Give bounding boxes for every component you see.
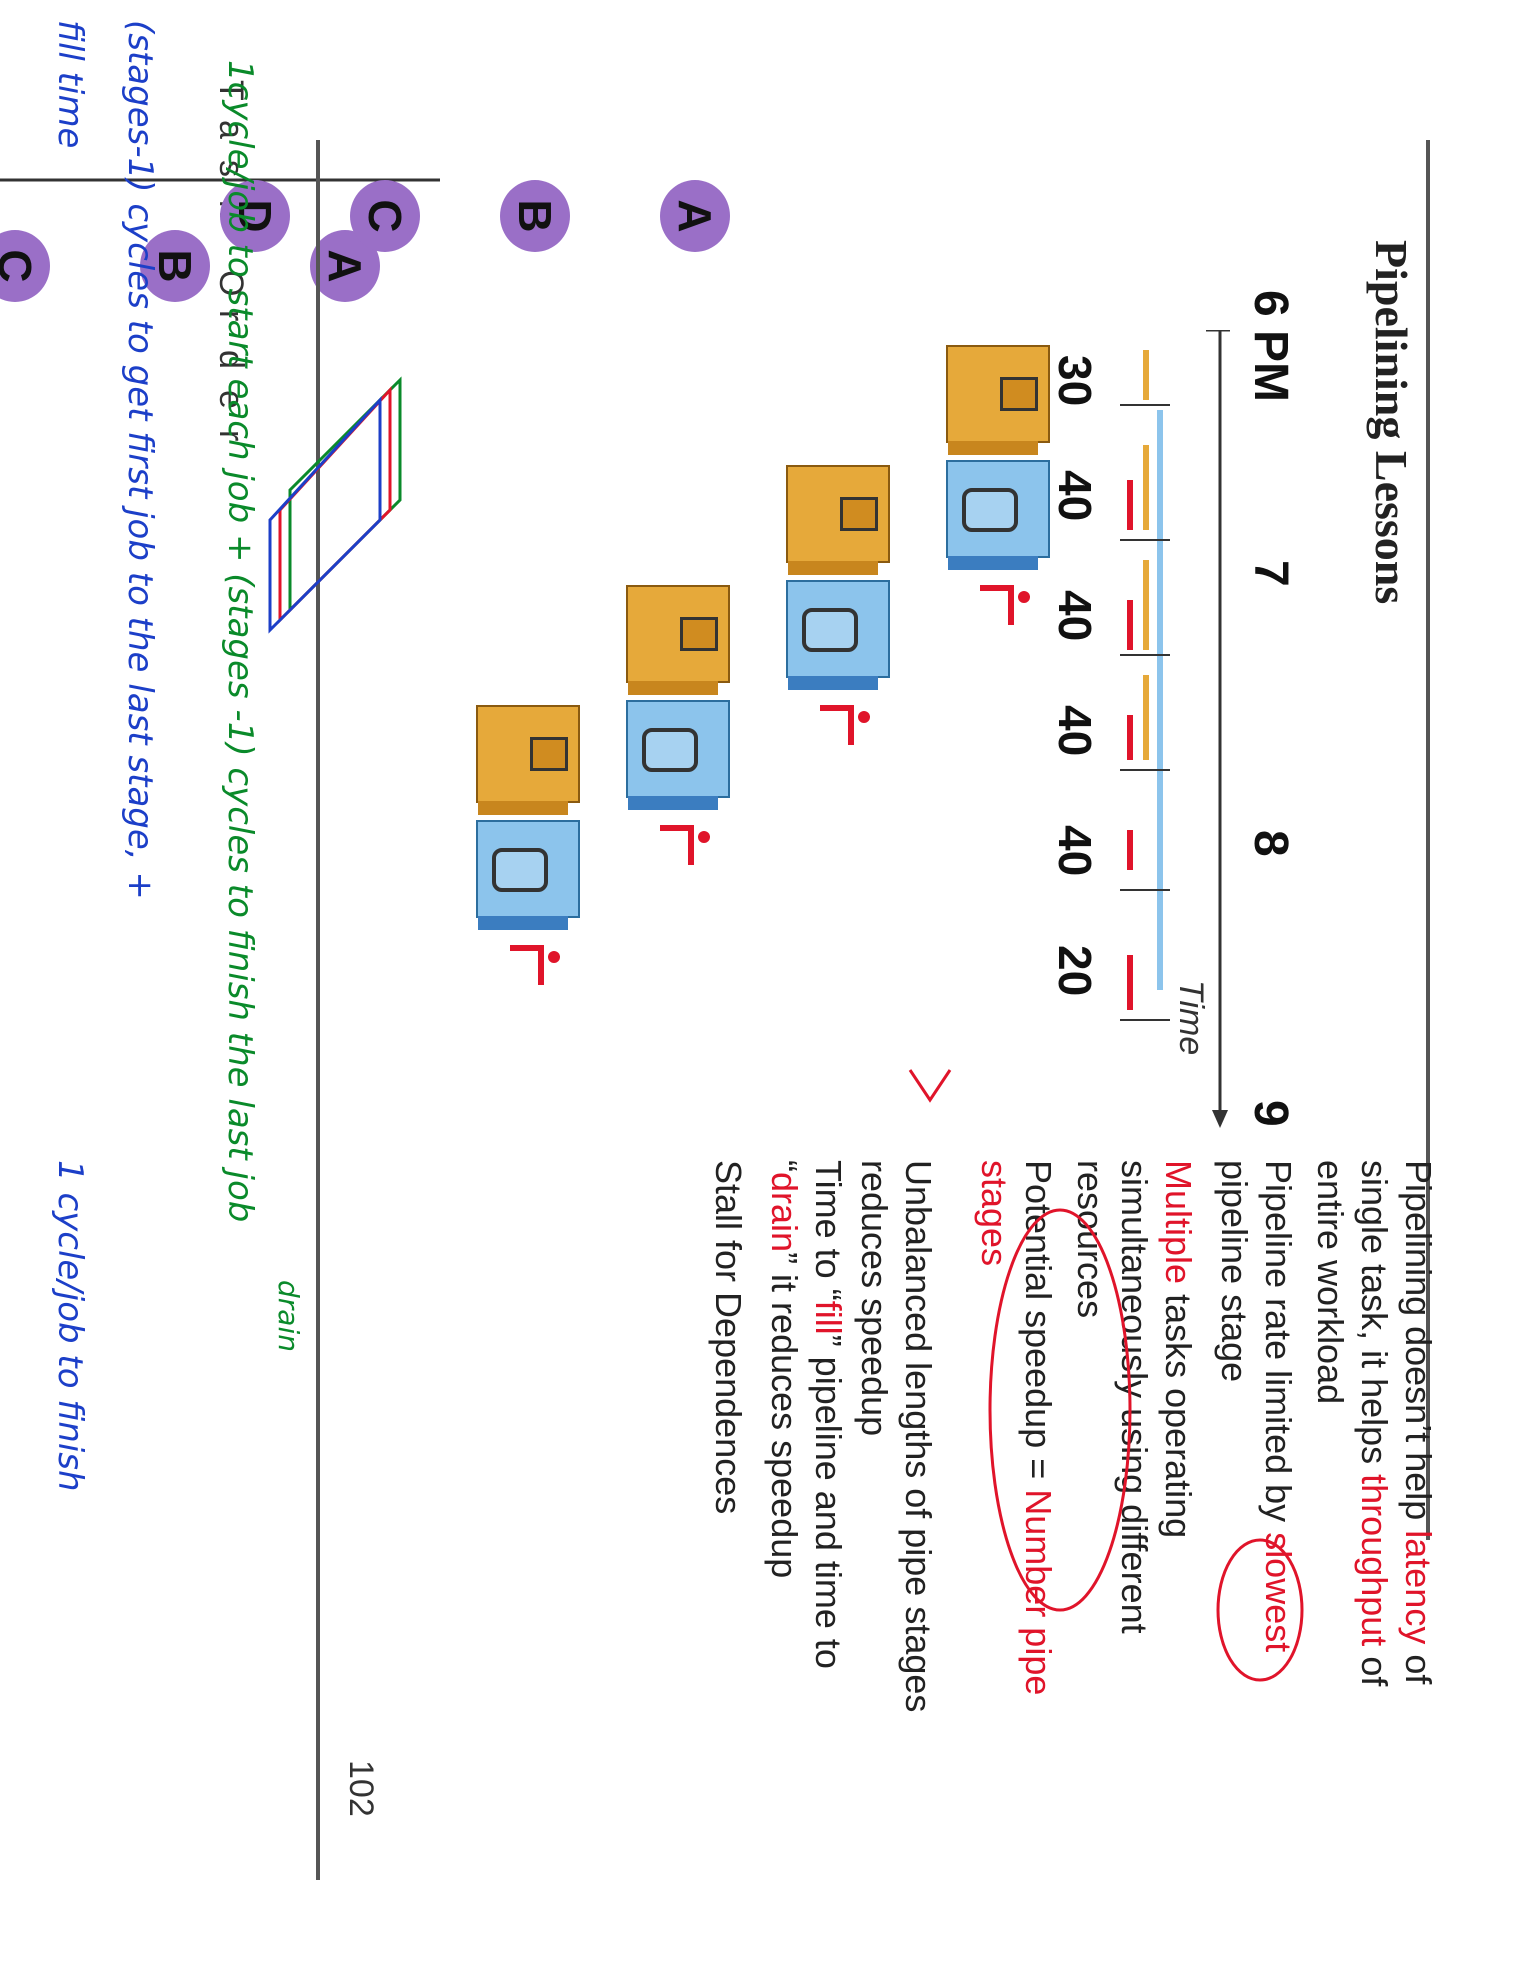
task-order-arrow: [0, 178, 440, 182]
time-axis: [1120, 330, 1230, 1128]
green-annotation: 1cycle/job to start each job + (stages -…: [220, 60, 260, 1223]
blue-annotation-line1: (stages-1) cycles to get first job to th…: [120, 20, 160, 900]
blue-annotation-line2: fill time: [50, 20, 90, 149]
blue-annotation-line3: 1 cycle/job to finish: [50, 1160, 90, 1492]
green-annotation-drain: drain: [272, 1280, 305, 1352]
pen-parallelogram-sketch: [268, 376, 402, 634]
page-number: 102: [342, 1760, 380, 1817]
